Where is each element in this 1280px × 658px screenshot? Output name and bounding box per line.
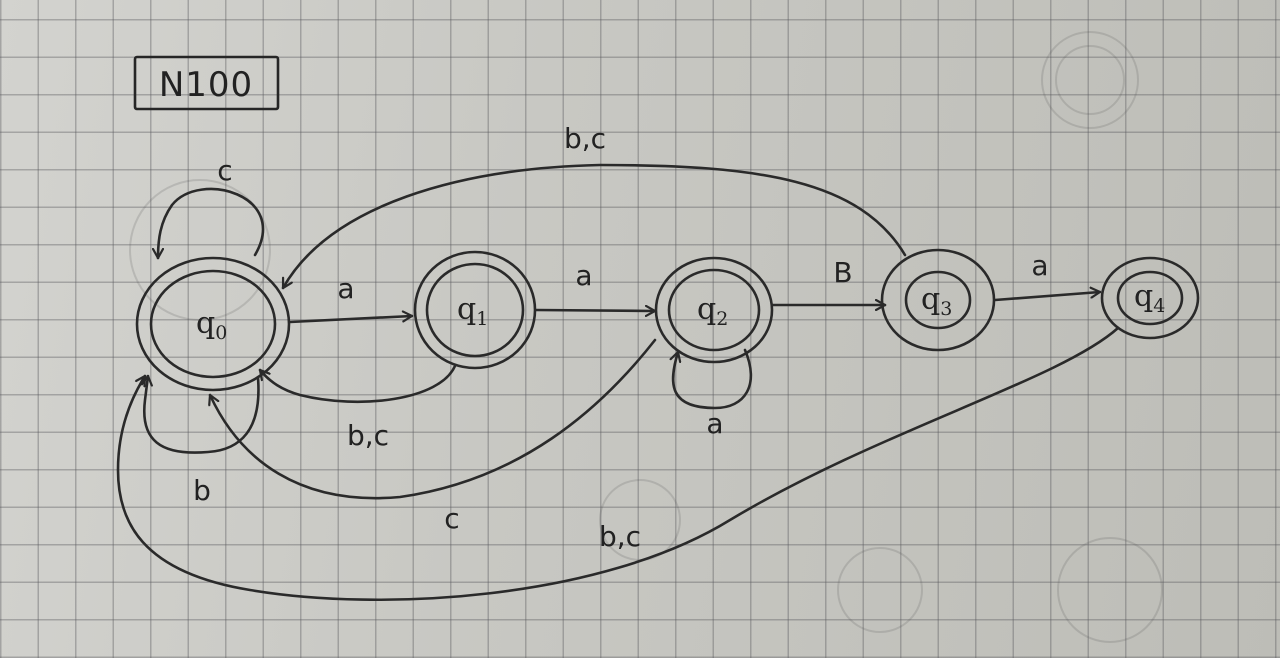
transitions: c b a a b,c a B c a b,c b,c — [116, 122, 1120, 601]
state-label-q2: q2 — [697, 292, 728, 330]
bleed-through-marks — [129, 31, 1163, 643]
state-label-q1: q1 — [457, 292, 488, 330]
transition-label-q2-q2-a: a — [706, 407, 723, 440]
state-inner-ring — [904, 270, 972, 330]
state-q1: q1 — [413, 250, 537, 370]
state-outer-ring — [1100, 256, 1200, 340]
diagram-title: N100 — [133, 55, 280, 111]
transition-label-q2-q3: B — [833, 256, 852, 289]
transition-label-q3-q0: b,c — [564, 122, 606, 155]
transition-label-q1-q2: a — [575, 259, 592, 292]
transition-q0-q0-c — [158, 187, 265, 260]
title-box — [133, 55, 280, 111]
state-inner-ring — [425, 262, 525, 358]
state-outer-ring — [135, 256, 291, 392]
state-label-q3: q3 — [921, 282, 952, 320]
state-outer-ring — [413, 250, 537, 370]
state-q4: q4 — [1100, 256, 1200, 340]
transition-label-q0-q0-b: b — [193, 474, 211, 507]
transition-label-q3-q4: a — [1031, 249, 1048, 282]
transition-q2-q2-a — [673, 348, 753, 410]
state-inner-ring — [1116, 270, 1184, 326]
state-inner-ring — [149, 269, 277, 379]
transition-label-q1-q0: b,c — [347, 419, 389, 452]
transition-q0-q1 — [288, 316, 414, 324]
transition-q0-q0-b — [144, 374, 260, 454]
state-outer-ring — [880, 248, 996, 352]
transition-q4-q0 — [116, 326, 1120, 601]
state-outer-ring — [654, 256, 774, 364]
transition-q3-q4 — [993, 292, 1102, 302]
transition-label-q2-q0: c — [444, 502, 459, 535]
transition-q1-q2 — [534, 310, 657, 311]
title-text: N100 — [159, 65, 253, 105]
state-label-q0: q0 — [196, 306, 227, 344]
state-inner-ring — [667, 268, 761, 352]
transition-label-q4-q0: b,c — [599, 520, 641, 553]
state-q3: q3 — [880, 248, 996, 352]
transition-q2-q0 — [210, 338, 657, 500]
transition-q3-q0 — [281, 163, 907, 290]
transition-q1-q0 — [258, 364, 457, 404]
state-q0: q0 — [135, 256, 291, 392]
transition-label-q0-q0-c: c — [217, 154, 232, 187]
state-q2: q2 — [654, 256, 774, 364]
transition-label-q0-q1: a — [337, 272, 354, 305]
state-label-q4: q4 — [1134, 279, 1165, 317]
